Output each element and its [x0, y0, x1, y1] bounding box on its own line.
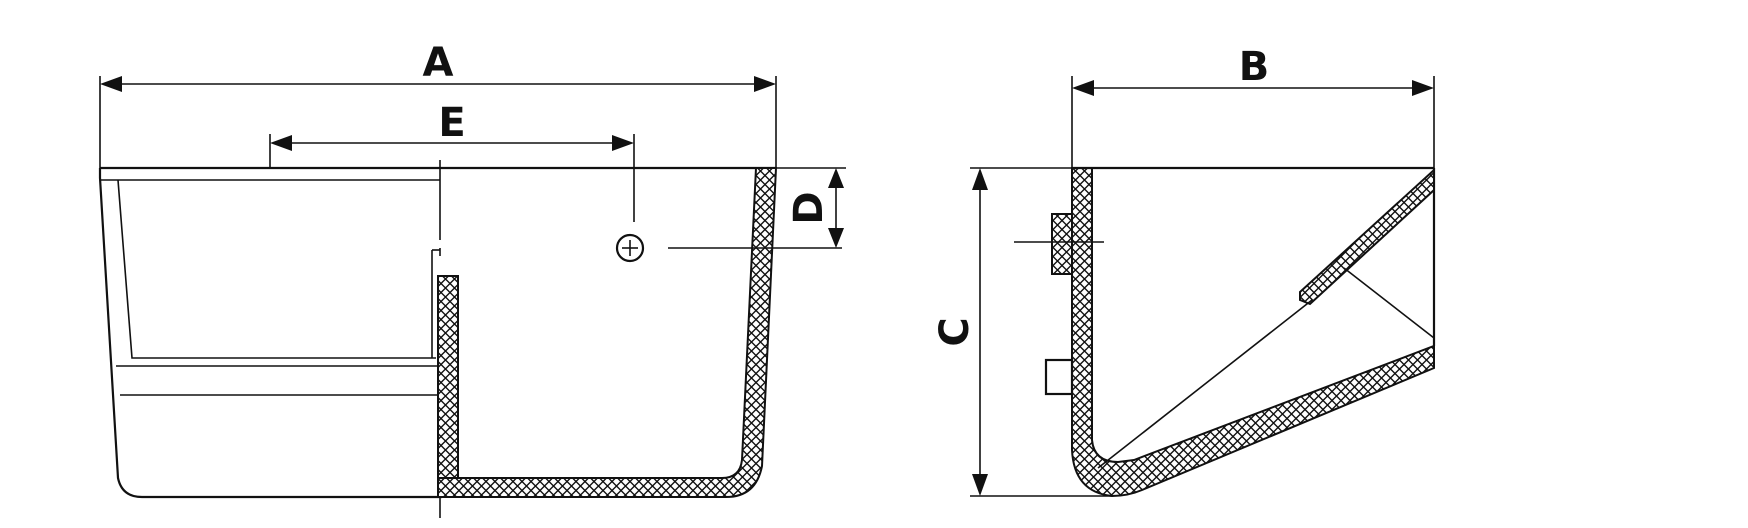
side-mounting-lug-lower — [1044, 358, 1074, 396]
dimension-a-label: A — [423, 40, 454, 86]
dimension-d — [776, 167, 846, 248]
dimension-c-label: C — [932, 317, 978, 346]
front-view-outline — [98, 168, 442, 499]
front-left-inner-wall — [117, 179, 436, 359]
dimension-b — [1071, 76, 1435, 168]
side-view: B C — [932, 44, 1436, 498]
side-section-wall — [1071, 167, 1435, 498]
front-section-left-wall — [437, 275, 459, 479]
side-hanger-bracket — [1299, 167, 1435, 306]
dimension-e — [269, 134, 635, 222]
front-section-bottom-wall — [437, 167, 778, 498]
dimension-d-label: D — [786, 191, 832, 224]
dimension-a — [99, 76, 777, 168]
mounting-hole-icon — [615, 233, 645, 263]
front-view: A E D — [98, 40, 846, 518]
dimension-e-label: E — [438, 100, 465, 146]
side-inner-brace — [1343, 267, 1435, 339]
dimension-b-label: B — [1239, 44, 1270, 90]
side-mounting-lug-upper — [1051, 213, 1073, 275]
side-inner-diagonal — [1097, 299, 1313, 469]
dimension-c — [970, 167, 1112, 497]
